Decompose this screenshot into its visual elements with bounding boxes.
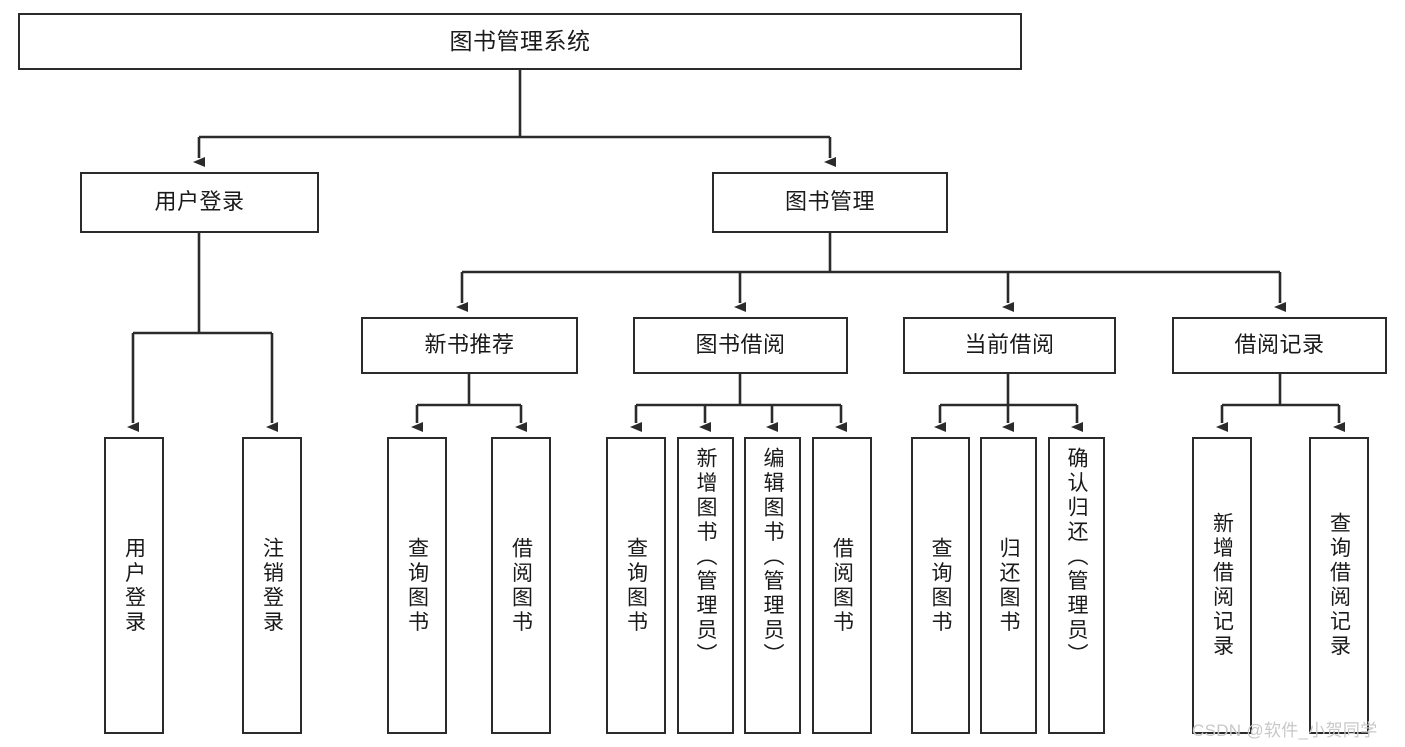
- node-leaf-current-borrow-return-label: 归还图书: [997, 536, 1020, 635]
- node-leaf-book-borrow-borrow-label: 借阅图书: [830, 536, 854, 635]
- node-leaf-book-borrow-edit-label: 编辑图书（管理员）: [761, 447, 784, 668]
- node-leaf-borrow-record-query[interactable]: 查询借阅记录: [1309, 437, 1369, 734]
- node-current-borrow-label: 当前借阅: [964, 332, 1055, 358]
- node-leaf-current-borrow-return[interactable]: 归还图书: [980, 437, 1037, 734]
- node-leaf-borrow-record-add-label: 新增借阅记录: [1210, 512, 1234, 659]
- node-book-management[interactable]: 图书管理: [712, 172, 948, 233]
- node-leaf-book-borrow-add-label: 新增图书（管理员）: [694, 447, 717, 668]
- node-leaf-book-borrow-edit[interactable]: 编辑图书（管理员）: [744, 437, 801, 734]
- node-leaf-user-login-logout-label: 注销登录: [260, 536, 284, 635]
- node-book-borrow-label: 图书借阅: [695, 332, 786, 358]
- node-current-borrow[interactable]: 当前借阅: [903, 317, 1116, 374]
- node-leaf-current-borrow-query-label: 查询图书: [929, 536, 952, 635]
- node-root-system[interactable]: 图书管理系统: [18, 13, 1022, 70]
- node-borrow-record-label: 借阅记录: [1234, 332, 1325, 358]
- node-leaf-user-login-logout[interactable]: 注销登录: [242, 437, 302, 734]
- node-new-book-recommend[interactable]: 新书推荐: [361, 317, 578, 374]
- node-leaf-current-borrow-confirm-label: 确认归还（管理员）: [1065, 447, 1088, 668]
- node-leaf-borrow-record-add[interactable]: 新增借阅记录: [1192, 437, 1252, 734]
- node-leaf-new-book-borrow[interactable]: 借阅图书: [491, 437, 551, 734]
- node-book-borrow[interactable]: 图书借阅: [633, 317, 848, 374]
- node-leaf-current-borrow-confirm[interactable]: 确认归还（管理员）: [1048, 437, 1105, 734]
- node-leaf-book-borrow-borrow[interactable]: 借阅图书: [812, 437, 872, 734]
- node-borrow-record[interactable]: 借阅记录: [1172, 317, 1387, 374]
- node-leaf-current-borrow-query[interactable]: 查询图书: [911, 437, 970, 734]
- node-leaf-new-book-query[interactable]: 查询图书: [387, 437, 447, 734]
- node-user-login[interactable]: 用户登录: [80, 172, 319, 233]
- node-new-book-recommend-label: 新书推荐: [424, 332, 515, 358]
- node-book-management-label: 图书管理: [784, 189, 875, 215]
- node-leaf-book-borrow-query[interactable]: 查询图书: [606, 437, 666, 734]
- node-leaf-new-book-borrow-label: 借阅图书: [509, 536, 533, 635]
- node-user-login-label: 用户登录: [154, 189, 245, 215]
- node-root-system-label: 图书管理系统: [449, 27, 591, 54]
- node-leaf-user-login-login[interactable]: 用户登录: [104, 437, 164, 734]
- node-leaf-new-book-query-label: 查询图书: [405, 536, 429, 635]
- node-leaf-book-borrow-add[interactable]: 新增图书（管理员）: [677, 437, 734, 734]
- node-leaf-borrow-record-query-label: 查询借阅记录: [1327, 512, 1351, 659]
- csdn-watermark: CSDN @软件_小贺同学: [1192, 721, 1378, 740]
- node-leaf-book-borrow-query-label: 查询图书: [624, 536, 648, 635]
- node-leaf-user-login-login-label: 用户登录: [122, 536, 146, 635]
